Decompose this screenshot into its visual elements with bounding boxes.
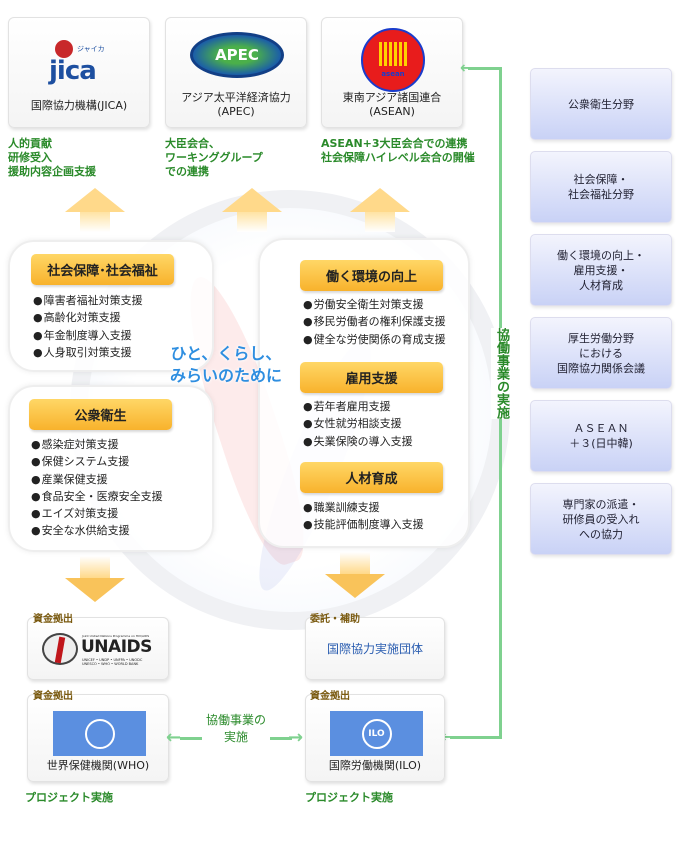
item-list: 労働安全衛生対策支援移民労働者の権利保護支援健全な労使関係の育成支援 xyxy=(303,296,446,348)
group-work: 働く環境の向上 労働安全衛生対策支援移民労働者の権利保護支援健全な労使関係の育成… xyxy=(258,238,470,548)
connector-line xyxy=(270,737,292,740)
asean-logo: asean xyxy=(361,28,425,92)
who-project-note: プロジェクト実施 xyxy=(25,791,113,804)
field-asean-plus3[interactable]: ＡＳＥＡＮ ＋３(日中韓) xyxy=(530,400,672,472)
org-name: 国際協力機構(JICA) xyxy=(30,99,128,112)
group-social-security: 社会保障･社会福祉 障害者福祉対策支援高齢化対策支援年金制度導入支援人身取引対策… xyxy=(8,240,214,372)
org-name: アジア太平洋経済協力 (APEC) xyxy=(181,91,291,118)
item-list: 感染症対策支援保健システム支援産業保健支援食品安全・医療安全支援エイズ対策支援安… xyxy=(31,436,163,540)
item-list: 若年者雇用支援女性就労相談支援失業保険の導入支援 xyxy=(303,398,413,450)
funding-label: 資金拠出 xyxy=(33,691,73,702)
who-card[interactable]: 世界保健機関(WHO) xyxy=(27,694,169,782)
group-title: 社会保障･社会福祉 xyxy=(31,254,174,285)
org-name: 世界保健機関(WHO) xyxy=(46,759,150,772)
who-flag xyxy=(53,711,146,756)
arrow-left-icon: ← xyxy=(166,727,182,748)
funding-label: 資金拠出 xyxy=(33,614,73,625)
down-arrow-stem xyxy=(340,552,370,574)
org-name: 国際労働機関(ILO) xyxy=(328,759,422,772)
field-social-security[interactable]: 社会保障・ 社会福祉分野 xyxy=(530,151,672,223)
field-intl-meeting[interactable]: 厚生労働分野 における 国際協力関係会議 xyxy=(530,317,672,389)
partner-card[interactable]: 国際協力実施団体 xyxy=(305,617,445,680)
up-arrow-icon xyxy=(65,188,125,212)
ilo-card[interactable]: ILO 国際労働機関(ILO) xyxy=(305,694,445,782)
unaids-emblem xyxy=(42,633,78,665)
group-public-health: 公衆衛生 感染症対策支援保健システム支援産業保健支援食品安全・医療安全支援エイズ… xyxy=(8,385,214,552)
collab-label: 協働事業の 実施 xyxy=(205,713,266,744)
field-experts[interactable]: 専門家の派遣・ 研修員の受入れ への協力 xyxy=(530,483,672,555)
up-arrow-stem xyxy=(237,212,267,232)
up-arrow-stem xyxy=(365,212,395,232)
item-list: 職業訓練支援技能評価制度導入支援 xyxy=(303,499,424,534)
up-arrow-stem xyxy=(80,212,110,232)
subsidy-label: 委託・補助 xyxy=(310,614,360,625)
apec-logo: APEC xyxy=(190,32,284,78)
connector-line xyxy=(468,67,502,70)
field-public-health[interactable]: 公衆衛生分野 xyxy=(530,68,672,140)
arrow-right-icon: → xyxy=(288,727,304,748)
asean-notes: ASEAN+3大臣会合での連携社会保障ハイレベル会合の開催 xyxy=(321,137,475,164)
up-arrow-icon xyxy=(350,188,410,212)
up-arrow-icon xyxy=(222,188,282,212)
ilo-project-note: プロジェクト実施 xyxy=(305,791,393,804)
connector-line xyxy=(180,737,202,740)
unaids-card[interactable]: Joint United Nations Programme on HIV/AI… xyxy=(27,617,169,680)
item-list: 障害者福祉対策支援高齢化対策支援年金制度導入支援人身取引対策支援 xyxy=(33,292,143,361)
center-slogan: ひと、くらし、みらいのために xyxy=(169,344,282,385)
apec-notes: 大臣会合、ワーキンググループでの連携 xyxy=(165,137,263,178)
jica-logo: ジャイカ JICA xyxy=(49,38,111,90)
field-work-environment[interactable]: 働く環境の向上・ 雇用支援・ 人材育成 xyxy=(530,234,672,306)
ilo-flag: ILO xyxy=(330,711,423,756)
group-title: 雇用支援 xyxy=(300,362,443,393)
connector-line xyxy=(450,736,502,739)
down-arrow-icon xyxy=(325,574,385,598)
jica-card[interactable]: ジャイカ JICA 国際協力機構(JICA) xyxy=(8,17,150,128)
unaids-logo: UNAIDS xyxy=(81,637,152,657)
jica-notes: 人的貢献研修受入援助内容企画支援 xyxy=(8,137,96,178)
group-title: 公衆衛生 xyxy=(29,399,172,430)
arrow-left-icon: ← xyxy=(460,58,474,77)
org-name: 東南アジア諸国連合 (ASEAN) xyxy=(342,91,442,118)
group-title: 人材育成 xyxy=(300,462,443,493)
apec-card[interactable]: APEC アジア太平洋経済協力 (APEC) xyxy=(165,17,307,128)
collab-vertical-label: 協働事業の実施 xyxy=(491,328,509,419)
down-arrow-icon xyxy=(65,578,125,602)
partner-name: 国際協力実施団体 xyxy=(326,642,423,656)
funding-label: 資金拠出 xyxy=(310,691,350,702)
group-title: 働く環境の向上 xyxy=(300,260,443,291)
asean-card[interactable]: asean 東南アジア諸国連合 (ASEAN) xyxy=(321,17,463,128)
down-arrow-stem xyxy=(80,556,110,578)
